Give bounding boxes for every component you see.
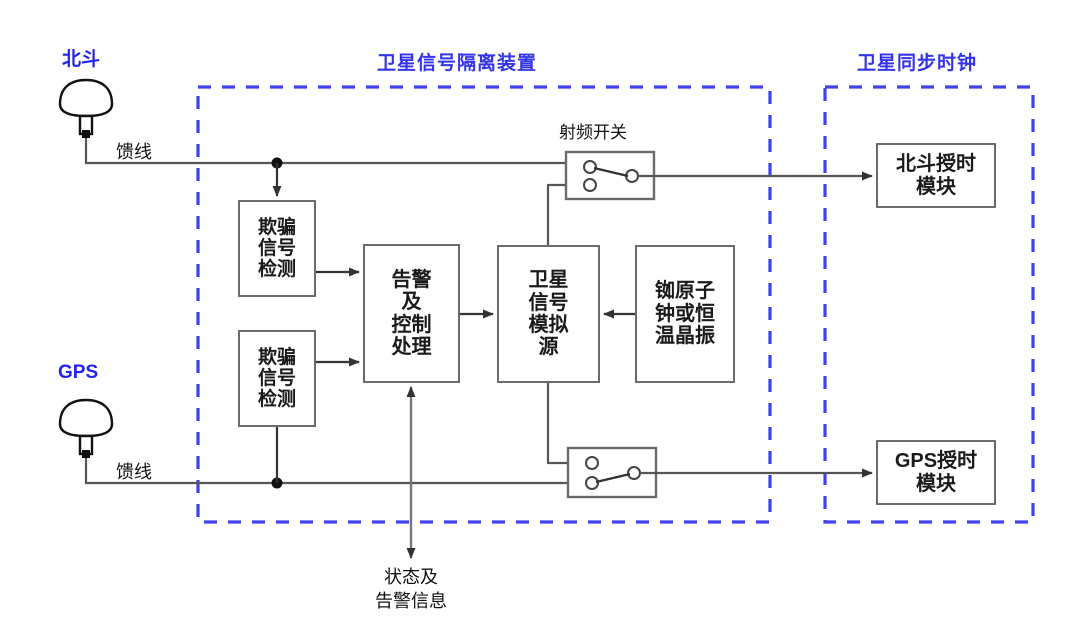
beidou-feeder-wire (84, 138, 566, 165)
block-clock-source[interactable]: 铷原子钟或恒温晶振 (635, 245, 735, 383)
block-spoof-detect-bottom[interactable]: 欺骗信号检测 (238, 330, 316, 427)
beidou-antenna-icon (58, 78, 114, 138)
panel-title-isolation-device: 卫星信号隔离装置 (377, 53, 538, 74)
gps-feeder-wire (84, 458, 568, 485)
rf-switch-label: 射频开关 (559, 123, 627, 142)
block-alarm-control-label: 告警及控制处理 (391, 268, 432, 358)
panel-title-sync-clock: 卫星同步时钟 (857, 53, 978, 74)
block-spoof-detect-top-label: 欺骗信号检测 (257, 216, 296, 281)
block-spoof-detect-bottom-label: 欺骗信号检测 (257, 346, 296, 411)
block-sim-source-label: 卫星信号模拟源 (528, 269, 569, 359)
block-alarm-control[interactable]: 告警及控制处理 (363, 244, 460, 383)
block-gps-timing-module[interactable]: GPS授时模块 (876, 440, 996, 505)
panel-sync-clock (823, 85, 1035, 524)
antenna-label-beidou: 北斗 (62, 49, 101, 70)
gps-antennaximum-icon (58, 398, 114, 458)
status-output-label: 状态及告警信息 (375, 567, 447, 612)
antenna-label-gps: GPS (58, 362, 99, 383)
block-sim-source[interactable]: 卫星信号模拟源 (497, 245, 600, 383)
feeder-label-beidou: 馈线 (116, 142, 152, 162)
feeder-label-gps: 馈线 (116, 462, 152, 482)
block-beidou-timing-module[interactable]: 北斗授时模块 (876, 143, 996, 208)
rf-switch-top[interactable] (564, 150, 656, 201)
block-clock-source-label: 铷原子钟或恒温晶振 (655, 280, 715, 348)
block-gps-timing-module-label: GPS授时模块 (894, 450, 978, 495)
block-spoof-detect-top[interactable]: 欺骗信号检测 (238, 200, 316, 297)
block-beidou-timing-module-label: 北斗授时模块 (896, 153, 976, 198)
